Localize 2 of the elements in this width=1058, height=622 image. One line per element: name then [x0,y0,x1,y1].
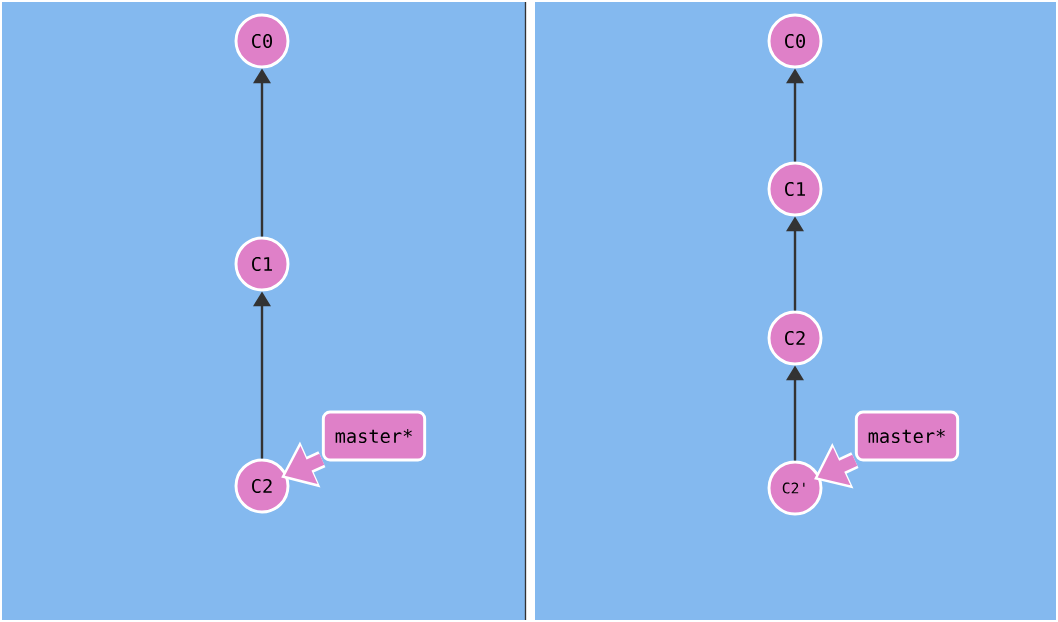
branch-label: master* [321,410,427,462]
branch-label: master* [854,410,960,462]
